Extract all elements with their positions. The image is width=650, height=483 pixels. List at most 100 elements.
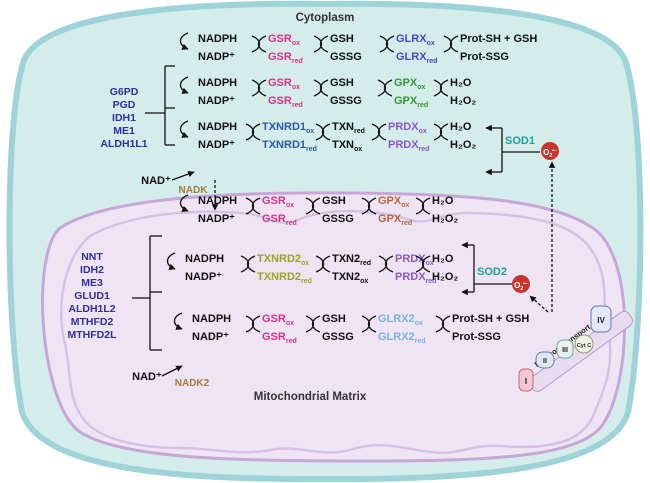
species-row3-top-1: NADPH [198, 121, 237, 133]
cycle-arc-row-6 [173, 312, 183, 330]
mito-enzyme-list: NNT IDH2 ME3 GLUD1 ALDH1L2 MTHFD2 MTHFD2… [68, 251, 118, 341]
svg-text:Cyt C: Cyt C [577, 343, 591, 349]
cycle-cross-row6-1 [245, 315, 261, 333]
species-row2-bot-5: H₂O₂ [450, 95, 476, 107]
mito-matrix-title: Mitochondrial Matrix [254, 391, 367, 403]
cycle-cross-row1-2 [313, 35, 329, 53]
species-row6-top-5: Prot-SH + GSH [452, 313, 529, 325]
species-row4-bot-4: GPXred [378, 213, 412, 227]
cycle-cross-row6-2 [305, 315, 321, 333]
cycle-cross-row2-4 [433, 79, 449, 97]
species-row5-bot-2: TXNRD2red [257, 271, 312, 285]
species-row4-bot-5: H₂O₂ [432, 213, 458, 225]
species-row1-top-2: GSRox [268, 33, 300, 47]
cycle-cross-row1-3 [379, 35, 395, 53]
cycle-cross-row1-1 [251, 35, 267, 53]
species-row1-bot-5: Prot-SSG [460, 51, 509, 63]
mitochondrion-compartment [41, 191, 626, 463]
cycle-cross-row3-1 [245, 123, 261, 141]
enzyme-aldh1l1: ALDH1L1 [100, 138, 147, 150]
species-row5-top-2: TXNRD2ox [257, 253, 309, 267]
species-row1-bot-3: GSSG [330, 51, 362, 63]
etc-to-superoxide-mito [529, 295, 549, 313]
species-row3-top-2: TXNRD1ox [262, 121, 314, 135]
species-row5-top-1: NADPH [185, 253, 224, 265]
nad-cyto-label: NAD⁺ [141, 175, 171, 187]
cycle-arc-row-4 [179, 194, 189, 212]
cycle-cross-row3-4 [433, 123, 449, 141]
species-row6-top-2: GSRox [262, 313, 294, 327]
species-row3-bot-4: PRDXred [388, 139, 429, 153]
species-row2-bot-4: GPXred [394, 95, 428, 109]
species-row4-top-1: NADPH [198, 195, 237, 207]
cytoplasm-title: Cytoplasm [296, 12, 355, 24]
cyto-bracket [145, 65, 175, 146]
species-row4-top-3: GSH [322, 195, 346, 207]
species-row4-top-2: GSRox [262, 195, 294, 209]
species-row2-bot-3: GSSG [330, 95, 362, 107]
enzyme-mthfd2: MTHFD2 [71, 316, 114, 328]
species-row6-bot-3: GSSG [322, 331, 354, 343]
svg-text:II: II [543, 358, 547, 365]
species-row3-top-4: PRDXox [388, 121, 427, 135]
cycle-cross-row4-1 [245, 197, 261, 215]
species-row2-bot-1: NADP⁺ [198, 95, 235, 107]
enzyme-idh2: IDH2 [80, 264, 104, 276]
species-row4-bot-2: GSRred [262, 213, 297, 227]
nadk-label: NADK [179, 185, 209, 196]
cycle-cross-row5-2 [315, 255, 331, 273]
cycle-cross-row5-1 [240, 255, 256, 273]
species-row1-top-3: GSH [330, 33, 354, 45]
species-row6-bot-1: NADP⁺ [192, 331, 229, 343]
sod1-label: SOD1 [505, 135, 535, 147]
species-row1-top-4: GLRXox [396, 33, 435, 47]
species-row3-top-5: H₂O [450, 121, 472, 133]
svg-text:III: III [562, 347, 568, 354]
cycle-arc-row-1 [179, 32, 189, 50]
species-row1-bot-2: GSRred [268, 51, 303, 65]
species-row4-bot-3: GSSG [322, 213, 354, 225]
cycle-cross-row4-2 [305, 197, 321, 215]
svg-text:O2•−: O2•− [514, 281, 528, 292]
enzyme-idh1: IDH1 [112, 112, 136, 124]
species-row2-top-4: GPXox [394, 77, 426, 91]
nad-to-nadp-arrow-cyto [171, 170, 195, 181]
enzyme-g6pd: G6PD [110, 86, 139, 98]
enzyme-me3: ME3 [81, 277, 103, 289]
species-row1-bot-4: GLRXred [396, 51, 437, 65]
species-row3-bot-2: TXNRD1red [262, 139, 317, 153]
nad-to-nadp-arrow-mito [161, 365, 183, 377]
sod2-label: SOD2 [477, 266, 507, 278]
cycle-arc-row-2 [179, 76, 189, 94]
svg-text:O2•−: O2•− [543, 148, 557, 159]
enzyme-glud1: GLUD1 [74, 290, 110, 302]
species-row5-top-3: TXN2red [332, 253, 371, 267]
enzyme-aldh1l2: ALDH1L2 [68, 303, 115, 315]
cycle-cross-row1-4 [443, 35, 459, 53]
svg-text:IV: IV [597, 316, 605, 325]
cycle-cross-row2-2 [313, 79, 329, 97]
species-row4-top-4: GPXox [378, 195, 410, 209]
cycle-cross-row4-4 [415, 197, 431, 215]
mitochondrion-cristae [60, 209, 612, 455]
cycle-cross-row6-3 [361, 315, 377, 333]
cycle-arc-row-5 [166, 252, 176, 270]
mito-bracket [132, 235, 162, 351]
species-row3-bot-3: TXNox [332, 139, 362, 153]
cycle-cross-row2-3 [377, 79, 393, 97]
cycle-cross-row6-4 [435, 315, 451, 333]
species-row4-bot-1: NADP⁺ [198, 213, 235, 225]
species-row6-top-3: GSH [322, 313, 346, 325]
species-row1-top-5: Prot-SH + GSH [460, 33, 537, 45]
complex-iv [590, 305, 612, 333]
species-row5-bot-1: NADP⁺ [185, 271, 222, 283]
enzyme-mthfd2l: MTHFD2L [68, 329, 118, 341]
complex-i [518, 368, 534, 392]
species-row1-bot-1: NADP⁺ [198, 51, 235, 63]
species-row6-bot-5: Prot-SSG [452, 331, 501, 343]
species-row2-top-2: GSRox [268, 77, 300, 91]
cyto-enzyme-list: G6PD PGD IDH1 ME1 ALDH1L1 [100, 86, 147, 150]
superoxide-mito: O2•− [512, 275, 530, 293]
superoxide-cyto: O2•− [541, 142, 559, 160]
